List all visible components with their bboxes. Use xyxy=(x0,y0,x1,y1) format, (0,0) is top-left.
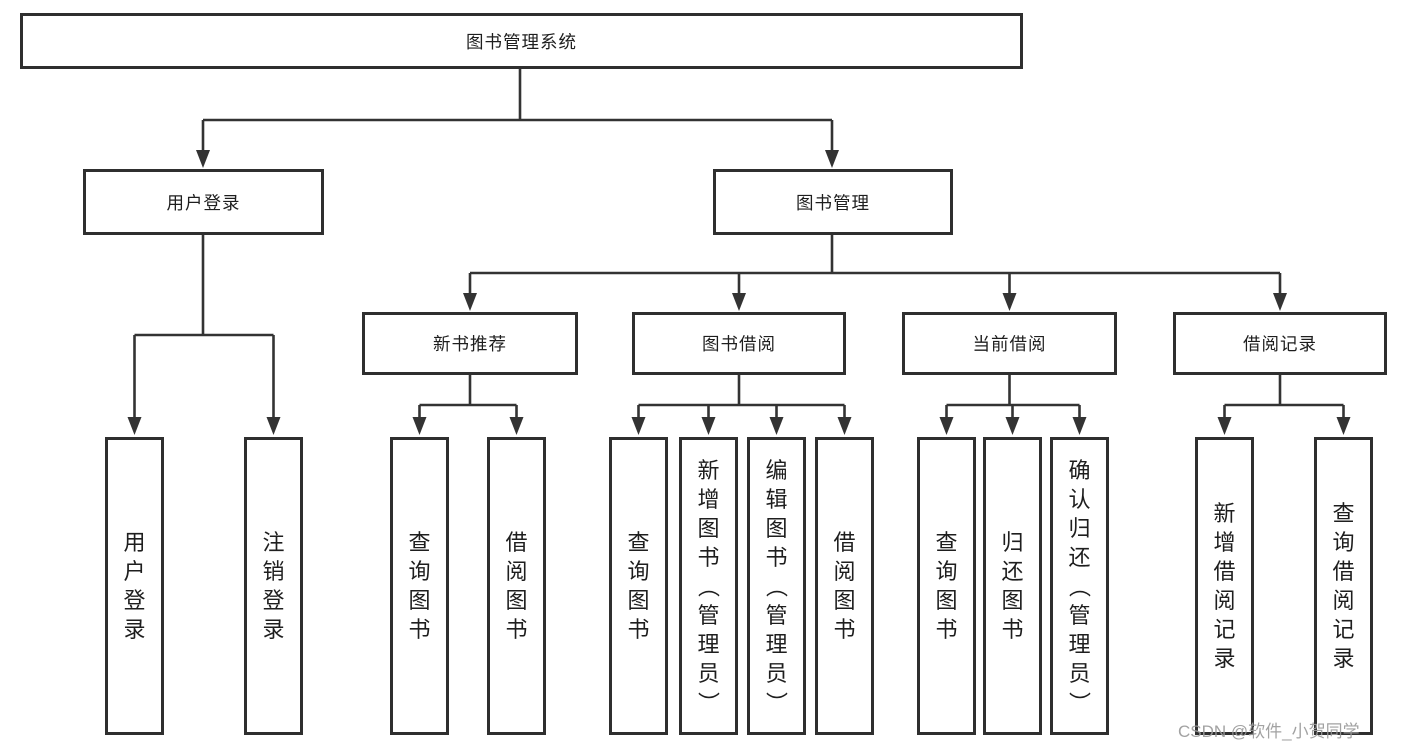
leaf-borrow-books-recommend: 借阅图书 xyxy=(487,437,546,735)
node-book-management-label: 图书管理 xyxy=(796,192,870,213)
node-book-management: 图书管理 xyxy=(713,169,953,235)
leaf-query-books-recommend: 查询图书 xyxy=(390,437,449,735)
leaf-confirm-return-admin: 确认归还（管理员） xyxy=(1050,437,1109,735)
connector-current-arrows xyxy=(939,417,1087,435)
leaf-borrow-books-recommend-label: 借阅图书 xyxy=(505,530,528,642)
leaf-return-book-label: 归还图书 xyxy=(1001,530,1024,642)
leaf-add-borrow-record-label: 新增借阅记录 xyxy=(1213,501,1236,671)
connector-recommend-to-children xyxy=(418,375,518,420)
node-new-book-recommend-label: 新书推荐 xyxy=(433,334,507,354)
node-root-library-system: 图书管理系统 xyxy=(20,13,1023,69)
leaf-query-books-borrow-label: 查询图书 xyxy=(627,530,650,642)
node-root-label: 图书管理系统 xyxy=(466,31,577,52)
connector-current-to-children xyxy=(945,375,1081,420)
node-borrow-records-label: 借阅记录 xyxy=(1243,334,1317,354)
leaf-edit-book-admin: 编辑图书（管理员） xyxy=(747,437,806,735)
connector-recommend-arrows xyxy=(412,417,524,435)
leaf-add-book-admin: 新增图书（管理员） xyxy=(679,437,738,735)
node-user-login: 用户登录 xyxy=(83,169,324,235)
node-book-borrow-label: 图书借阅 xyxy=(702,334,776,354)
connector-records-arrows xyxy=(1217,417,1351,435)
node-current-borrow-label: 当前借阅 xyxy=(972,334,1047,354)
leaf-edit-book-admin-label: 编辑图书（管理员） xyxy=(763,457,789,714)
leaf-query-borrow-record-label: 查询借阅记录 xyxy=(1332,501,1355,671)
leaf-borrow-books-label: 借阅图书 xyxy=(833,530,856,642)
node-new-book-recommend: 新书推荐 xyxy=(362,312,578,375)
leaf-add-borrow-record: 新增借阅记录 xyxy=(1195,437,1254,735)
node-current-borrow: 当前借阅 xyxy=(902,312,1117,375)
connector-user-login-to-children xyxy=(133,235,275,420)
leaf-query-borrow-record: 查询借阅记录 xyxy=(1314,437,1373,735)
connector-user-login-arrows xyxy=(127,417,281,435)
connector-borrow-arrows xyxy=(631,417,852,435)
leaf-query-books-borrow: 查询图书 xyxy=(609,437,668,735)
leaf-return-book: 归还图书 xyxy=(983,437,1042,735)
leaf-logout: 注销登录 xyxy=(244,437,303,735)
node-book-borrow: 图书借阅 xyxy=(632,312,846,375)
leaf-add-book-admin-label: 新增图书（管理员） xyxy=(695,457,721,714)
connector-book-mgmt-to-level3 xyxy=(468,235,1282,296)
connector-root-to-level2 xyxy=(201,69,834,152)
leaf-query-books-recommend-label: 查询图书 xyxy=(408,530,431,642)
leaf-user-login-label: 用户登录 xyxy=(123,530,146,642)
connector-borrow-to-children xyxy=(637,375,846,420)
node-borrow-records: 借阅记录 xyxy=(1173,312,1387,375)
csdn-watermark: CSDN @软件_小贺同学 xyxy=(1178,722,1360,741)
node-user-login-label: 用户登录 xyxy=(166,192,241,213)
connector-root-to-level2-arrows xyxy=(196,150,839,168)
leaf-confirm-return-admin-label: 确认归还（管理员） xyxy=(1066,457,1092,714)
leaf-borrow-books: 借阅图书 xyxy=(815,437,874,735)
leaf-user-login: 用户登录 xyxy=(105,437,164,735)
connector-book-mgmt-arrows xyxy=(463,293,1287,311)
leaf-query-books-current-label: 查询图书 xyxy=(935,530,958,642)
leaf-logout-label: 注销登录 xyxy=(262,530,285,642)
connector-records-to-children xyxy=(1223,375,1345,420)
leaf-query-books-current: 查询图书 xyxy=(917,437,976,735)
